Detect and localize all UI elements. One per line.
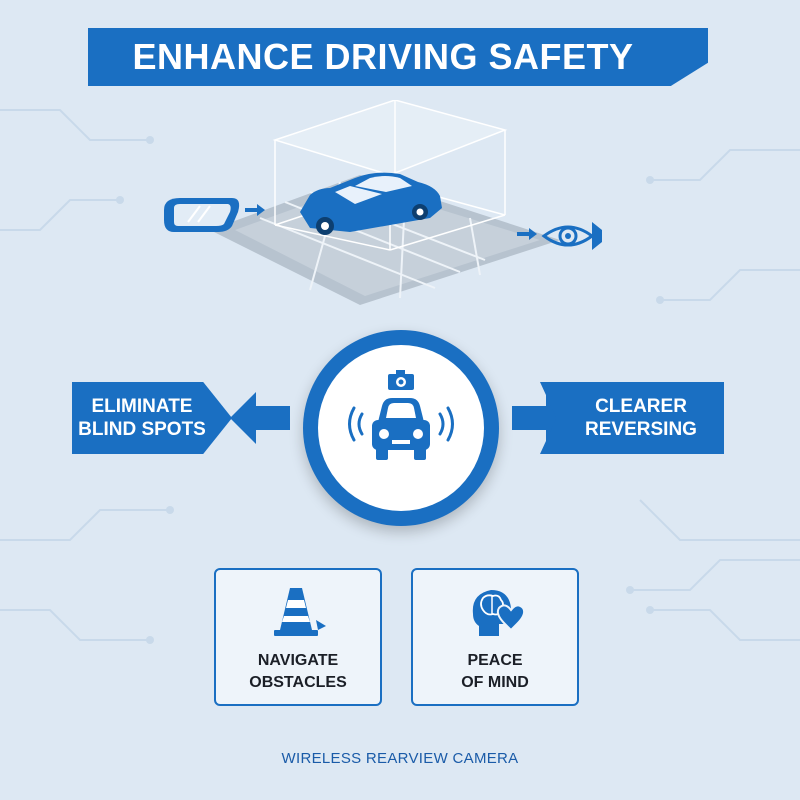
blind-spot-illustration <box>164 100 602 305</box>
feature-line: ELIMINATE <box>91 396 193 417</box>
card-navigate-obstacles: NAVIGATE OBSTACLES <box>214 568 382 706</box>
feature-eliminate-blind-spots: ELIMINATE BLIND SPOTS <box>72 382 232 454</box>
card-line: PEACE <box>467 652 523 669</box>
feature-line: REVERSING <box>585 419 697 440</box>
left-arrow-icon <box>230 392 290 444</box>
car-front-icon <box>372 398 430 460</box>
sensor-waves-icon <box>348 406 454 442</box>
card-label: PEACE OF MIND <box>413 650 577 694</box>
side-mirror-icon <box>164 198 240 232</box>
card-peace-of-mind: PEACE OF MIND <box>411 568 579 706</box>
page-title: ENHANCE DRIVING SAFETY <box>132 36 634 77</box>
card-label: NAVIGATE OBSTACLES <box>216 650 380 694</box>
car-icon <box>300 172 442 235</box>
card-line: OBSTACLES <box>249 674 347 691</box>
card-line: OF MIND <box>461 674 529 691</box>
car-camera-sensor-icon <box>348 370 454 460</box>
arrow-icon <box>245 204 265 216</box>
feature-line: CLEARER <box>595 396 687 417</box>
traffic-cone-icon <box>274 588 326 636</box>
title-banner <box>88 28 708 86</box>
feature-clearer-reversing: CLEARER REVERSING <box>540 382 724 454</box>
feature-line: BLIND SPOTS <box>78 419 206 440</box>
footer-caption: WIRELESS REARVIEW CAMERA <box>281 750 519 767</box>
arrow-icon <box>517 228 537 240</box>
feature-label: ELIMINATE BLIND SPOTS <box>72 395 212 441</box>
feature-label: CLEARER REVERSING <box>566 395 716 441</box>
eye-icon <box>541 222 602 250</box>
brain-heart-icon <box>472 590 525 636</box>
card-line: NAVIGATE <box>257 652 339 669</box>
camera-icon <box>388 370 414 390</box>
